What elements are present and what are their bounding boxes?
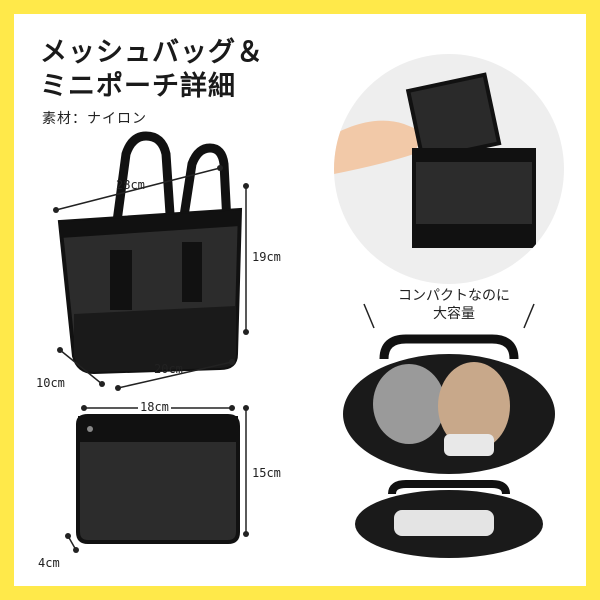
tote-bag-bottom xyxy=(74,306,236,372)
towel-grey xyxy=(373,364,445,444)
material-label: 素材：ナイロン xyxy=(42,111,147,127)
pouch-depth-label: 4cm xyxy=(38,556,60,570)
mini-pouch xyxy=(405,72,502,162)
product-illustration xyxy=(53,131,555,558)
tote-bag-strap-front xyxy=(110,250,132,310)
pouch-insert-illustration xyxy=(334,72,536,248)
tote-height-label: 19cm xyxy=(252,250,281,264)
page-title: メッシュバッグ＆ ミニポーチ詳細 xyxy=(40,36,264,104)
tote-width-top-label: 28cm xyxy=(116,178,145,192)
pouch-height-label: 15cm xyxy=(252,466,281,480)
hand-shape xyxy=(334,120,424,174)
tote-handle-back xyxy=(175,143,233,243)
title-line-2: ミニポーチ詳細 xyxy=(40,71,236,102)
tote-depth-label: 10cm xyxy=(36,376,65,390)
toiletry-items xyxy=(444,434,494,456)
tote-bag-strap-back xyxy=(182,242,202,302)
dim-line-width-top xyxy=(55,167,221,211)
dim-line-depth xyxy=(59,349,103,385)
tote-width-bottom-label: 20cm xyxy=(154,362,183,376)
caption-line-1: コンパクトなのに xyxy=(398,288,510,304)
capacity-caption: コンパクトなのに 大容量 xyxy=(369,287,539,323)
pouch-cosmetics xyxy=(394,510,494,536)
pouch-zipper-band xyxy=(78,416,238,442)
caption-line-2: 大容量 xyxy=(433,306,475,322)
dim-line-width-bottom xyxy=(117,361,233,389)
pouch-insert-photo xyxy=(334,54,564,284)
pouch-width-label: 18cm xyxy=(138,400,171,414)
open-bag-handles xyxy=(379,334,519,360)
product-detail-panel: メッシュバッグ＆ ミニポーチ詳細 素材：ナイロン xyxy=(14,14,586,586)
towel-beige xyxy=(438,362,510,450)
tote-bag-rim xyxy=(60,210,240,238)
title-line-1: メッシュバッグ＆ xyxy=(40,37,264,68)
tote-handle-front xyxy=(109,131,177,245)
